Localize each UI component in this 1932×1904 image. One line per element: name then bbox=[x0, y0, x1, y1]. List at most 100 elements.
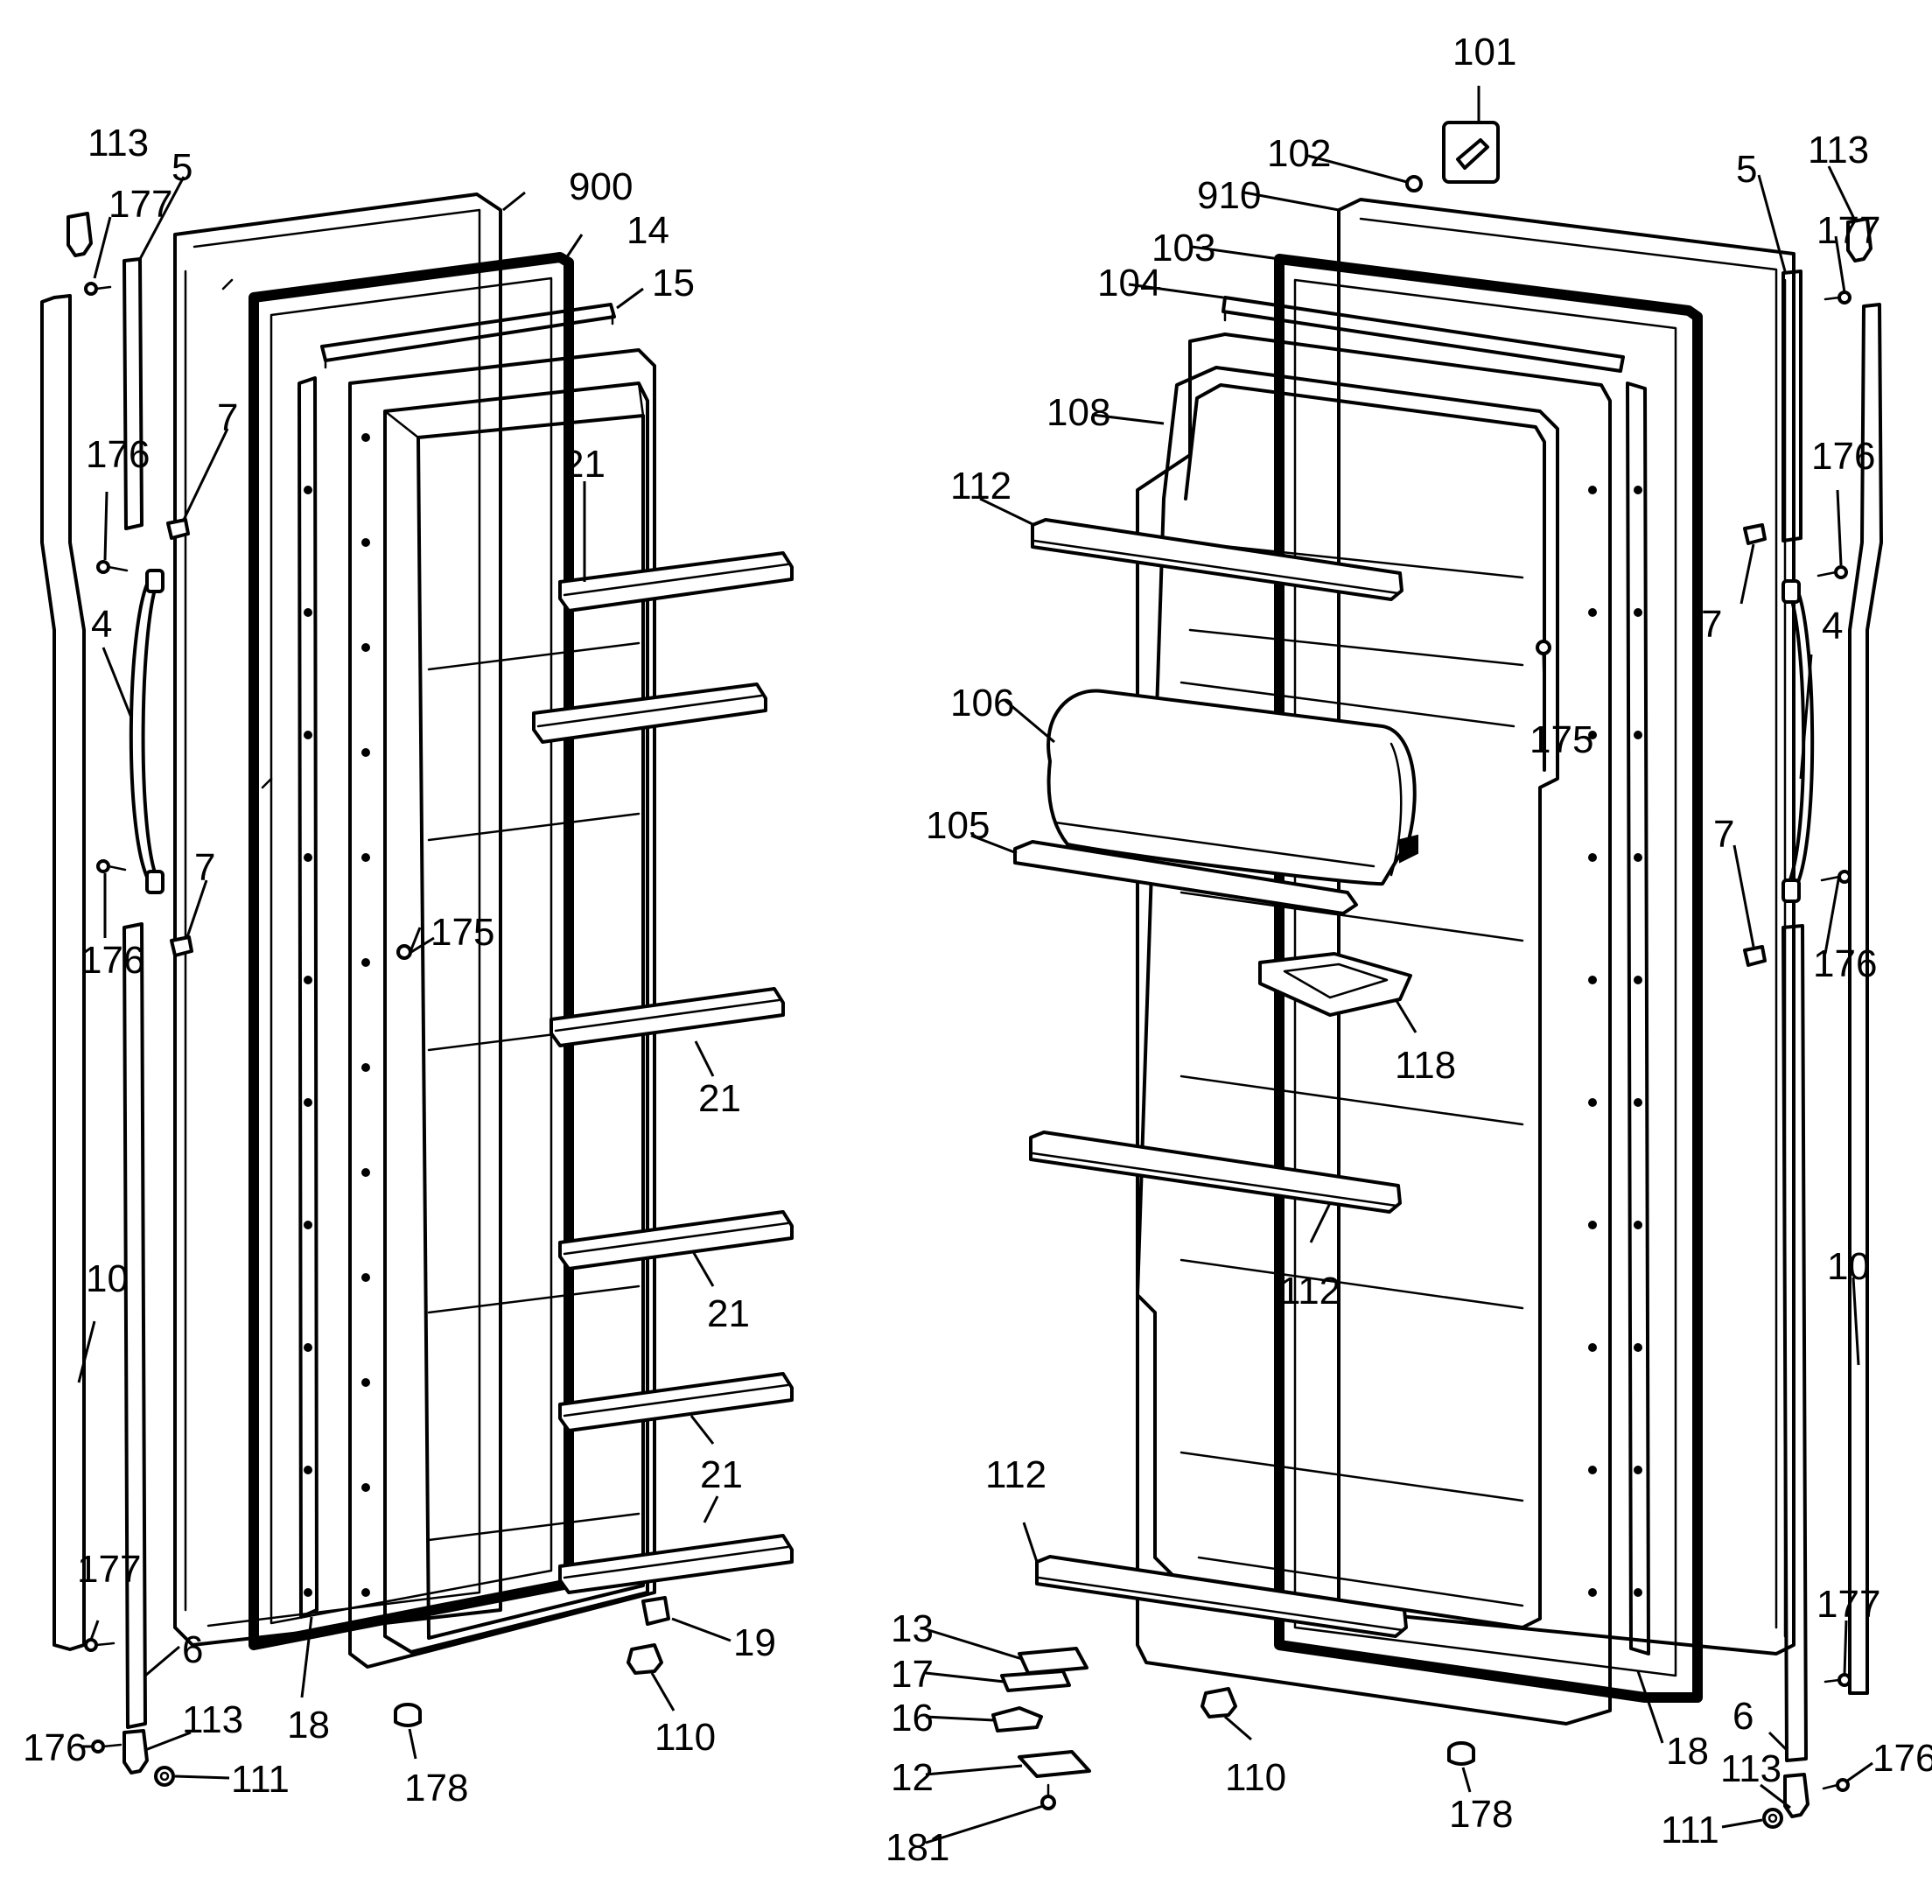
washer-111 bbox=[1762, 1808, 1783, 1829]
hinge-pin-bracket-16 bbox=[991, 1706, 1043, 1732]
end-cap-113 bbox=[1846, 217, 1872, 262]
shelf-bar-21 bbox=[558, 551, 794, 612]
callout-label: 108 bbox=[1046, 391, 1110, 434]
washer-111 bbox=[154, 1766, 175, 1787]
right-door-assembly bbox=[991, 121, 1883, 1829]
callout-label: 175 bbox=[430, 911, 494, 954]
callout-label: 21 bbox=[700, 1453, 743, 1496]
callout-label: 113 bbox=[1808, 129, 1869, 172]
shelf-bar-112 bbox=[1031, 518, 1404, 601]
door-handle-4 bbox=[1782, 579, 1815, 903]
clip-7 bbox=[166, 518, 190, 540]
bottom-hinge-12 bbox=[1018, 1750, 1091, 1778]
callout-label: 7 bbox=[1713, 813, 1734, 856]
callout-label: 21 bbox=[707, 1292, 750, 1335]
screw-176 bbox=[1820, 870, 1852, 884]
breaker-strip-18 bbox=[298, 376, 318, 1619]
callout-label: 177 bbox=[108, 183, 172, 226]
callout-label: 900 bbox=[569, 165, 633, 208]
callout-label: 177 bbox=[77, 1548, 141, 1591]
callout-label: 106 bbox=[950, 682, 1014, 724]
outer-door-panel-910 bbox=[1337, 198, 1796, 1656]
dairy-compartment-106 bbox=[1046, 689, 1418, 886]
screw-176 bbox=[1816, 565, 1848, 579]
screw-175 bbox=[396, 944, 412, 960]
callout-label: 176 bbox=[1872, 1737, 1932, 1780]
callout-label: 101 bbox=[1452, 31, 1516, 74]
callout-label: 6 bbox=[1732, 1695, 1754, 1738]
callout-label: 110 bbox=[1225, 1756, 1286, 1799]
callout-label: 21 bbox=[698, 1077, 741, 1120]
callout-label: 5 bbox=[172, 146, 192, 189]
door-trim-10 bbox=[40, 294, 86, 1651]
end-cap-113 bbox=[122, 1729, 149, 1774]
callout-label: 113 bbox=[88, 122, 149, 164]
shelf-105 bbox=[1013, 840, 1358, 915]
callout-label: 105 bbox=[926, 804, 990, 847]
screw-176 bbox=[96, 859, 127, 873]
stop-19 bbox=[641, 1596, 670, 1626]
top-channel-15 bbox=[320, 303, 616, 369]
callout-label: 178 bbox=[1449, 1793, 1513, 1836]
callout-label: 112 bbox=[985, 1453, 1046, 1496]
screw-177 bbox=[1824, 1673, 1852, 1687]
screw-177 bbox=[84, 1638, 116, 1652]
callout-label: 4 bbox=[1822, 605, 1843, 648]
callout-label: 18 bbox=[1666, 1730, 1709, 1773]
callout-label: 104 bbox=[1097, 262, 1161, 304]
screw-176 bbox=[96, 560, 129, 574]
bumper-110 bbox=[1200, 1687, 1237, 1718]
hinge-cover-101 bbox=[1442, 121, 1500, 184]
callout-label: 181 bbox=[886, 1826, 949, 1869]
callout-label: 6 bbox=[182, 1628, 203, 1671]
lower-trim-6 bbox=[1782, 924, 1808, 1762]
left-door-assembly bbox=[40, 192, 794, 1787]
top-channel-104 bbox=[1222, 296, 1625, 373]
screw-102 bbox=[1405, 175, 1423, 192]
callout-label: 175 bbox=[1530, 718, 1593, 761]
upper-trim-5 bbox=[1782, 270, 1802, 542]
door-trim-10 bbox=[1848, 303, 1883, 1695]
door-handle-4 bbox=[129, 569, 164, 894]
screw-181 bbox=[1040, 1783, 1056, 1810]
callout-label: 112 bbox=[1279, 1270, 1340, 1312]
callout-label: 113 bbox=[182, 1698, 243, 1741]
clip-7 bbox=[170, 935, 193, 957]
inner-door-liner-108 bbox=[1136, 332, 1612, 1726]
callout-labels: 113 177 5 900 14 15 176 7 21 4 176 7 175… bbox=[23, 31, 1932, 1869]
callout-label: 14 bbox=[626, 209, 669, 252]
leader-lines bbox=[77, 86, 1873, 1844]
shelf-bar-21 bbox=[558, 1534, 794, 1594]
screw-177 bbox=[84, 282, 112, 296]
callout-label: 13 bbox=[891, 1607, 934, 1650]
tray-118 bbox=[1258, 952, 1412, 1017]
shelf-bar-21 bbox=[558, 1372, 794, 1432]
shelf-bar-112 bbox=[1035, 1555, 1408, 1638]
callout-label: 17 bbox=[891, 1653, 934, 1696]
screw-177 bbox=[1824, 290, 1852, 304]
screw-175 bbox=[1536, 640, 1551, 655]
callout-label: 176 bbox=[1813, 942, 1877, 985]
callout-label: 5 bbox=[1736, 148, 1757, 191]
callout-label: 18 bbox=[287, 1704, 330, 1746]
plug-178 bbox=[1447, 1741, 1475, 1766]
callout-label: 7 bbox=[1701, 603, 1722, 646]
clip-7 bbox=[1743, 523, 1767, 545]
shelf-bar-21 bbox=[558, 1210, 794, 1270]
callout-label: 103 bbox=[1152, 227, 1215, 270]
callout-label: 111 bbox=[231, 1758, 290, 1801]
hinge-plate-13 bbox=[1018, 1647, 1088, 1675]
callout-label: 176 bbox=[23, 1726, 87, 1769]
shelf-bar-21 bbox=[532, 682, 767, 744]
callout-label: 7 bbox=[217, 396, 238, 439]
callout-label: 4 bbox=[91, 603, 112, 646]
callout-label: 177 bbox=[1816, 1583, 1880, 1626]
clip-7 bbox=[1743, 945, 1767, 967]
shelf-bar-21 bbox=[550, 987, 785, 1047]
callout-label: 178 bbox=[404, 1767, 468, 1810]
callout-label: 16 bbox=[891, 1697, 934, 1740]
end-cap-113 bbox=[1783, 1773, 1810, 1818]
callout-label: 21 bbox=[563, 443, 606, 486]
callout-label: 19 bbox=[733, 1621, 776, 1664]
